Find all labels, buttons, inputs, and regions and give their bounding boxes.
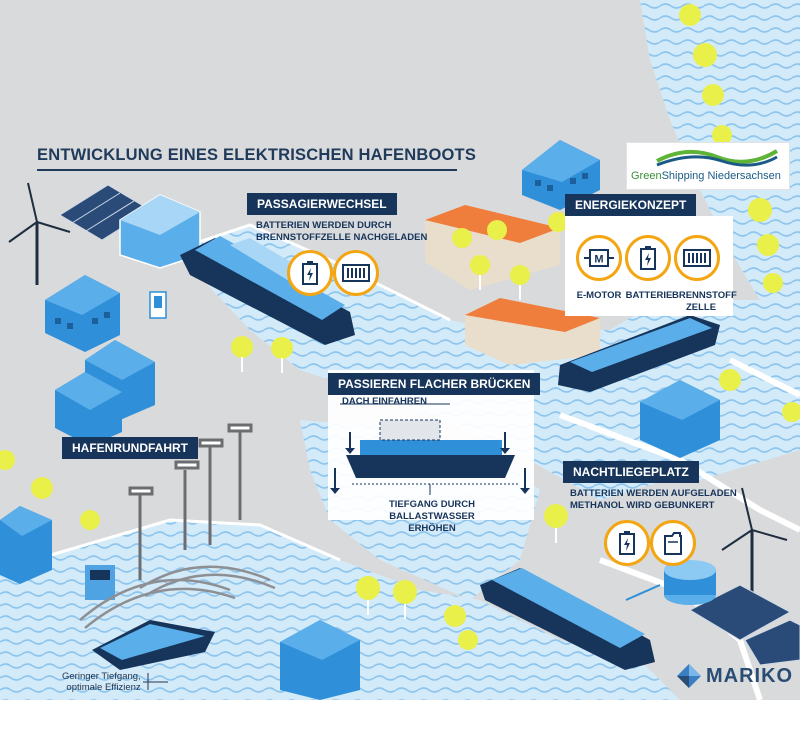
energy-label-battery: BATTERIE bbox=[625, 290, 673, 301]
battery-icon bbox=[604, 520, 650, 566]
draft-ballast-text-line1: TIEFGANG DURCH bbox=[388, 499, 476, 510]
battery-icon bbox=[625, 235, 671, 281]
mariko-logo: MARIKO bbox=[676, 663, 793, 689]
page-title: ENTWICKLUNG EINES ELEKTRISCHEN HAFENBOOT… bbox=[37, 146, 477, 164]
night-berth-text-line1: BATTERIEN WERDEN AUFGELADEN bbox=[570, 488, 737, 499]
energy-label-fuel-cell-line2: ZELLE bbox=[685, 302, 717, 313]
draft-efficiency-note-line1: Geringer Tiefgang, bbox=[62, 671, 141, 682]
logo-text-part1: Green bbox=[631, 170, 662, 182]
charging-station bbox=[149, 291, 167, 319]
methanol-canister-icon bbox=[650, 520, 696, 566]
boat-right-middle bbox=[558, 315, 720, 392]
building-bottom-center bbox=[280, 620, 360, 700]
boat-bridge-diagram bbox=[330, 403, 530, 495]
greenshipping-wave-icon bbox=[656, 149, 779, 167]
mariko-logo-icon bbox=[677, 664, 701, 688]
bridge-arched bbox=[79, 565, 276, 629]
boat-bottom-left bbox=[92, 620, 215, 670]
bottom-margin bbox=[0, 700, 800, 731]
building-right-middle bbox=[640, 380, 720, 458]
draft-efficiency-note: Geringer Tiefgang, optimale Effizienz bbox=[62, 671, 141, 693]
energy-label-emotor: E-MOTOR bbox=[576, 290, 622, 301]
energy-label-fuel-cell-line1: BRENNSTOFF bbox=[672, 290, 737, 301]
building-left-3 bbox=[55, 372, 122, 446]
label-shallow-bridges: PASSIEREN FLACHER BRÜCKEN bbox=[328, 373, 541, 395]
label-night-berth: NACHTLIEGEPLATZ bbox=[563, 461, 699, 483]
warehouse-top bbox=[425, 205, 560, 290]
draft-ballast-text-line3: ERHÖHEN bbox=[408, 523, 456, 534]
greenshipping-logo-text: GreenShipping Niedersachsen bbox=[631, 170, 781, 182]
fuel-cell-icon bbox=[674, 235, 720, 281]
building-bottom-left bbox=[0, 506, 52, 584]
harbour-scene-illustration bbox=[0, 0, 800, 700]
label-harbour-tour: HAFENRUNDFAHRT bbox=[62, 437, 198, 459]
solar-panel-bottom-right bbox=[688, 584, 800, 666]
tree-trunks bbox=[241, 275, 557, 619]
methanol-tank bbox=[625, 560, 716, 605]
greenshipping-logo: GreenShipping Niedersachsen bbox=[626, 142, 790, 190]
night-berth-text: BATTERIEN WERDEN AUFGELADEN METHANOL WIR… bbox=[570, 488, 737, 512]
trees bbox=[0, 4, 800, 650]
building-left-1 bbox=[45, 275, 120, 352]
night-berth-text-line2: METHANOL WIRD GEBUNKERT bbox=[570, 500, 715, 511]
e-motor-icon: M bbox=[576, 235, 622, 281]
label-passenger-change: PASSAGIERWECHSEL bbox=[247, 193, 397, 215]
battery-icon bbox=[287, 250, 333, 296]
street-lights bbox=[128, 423, 253, 580]
building-top-center bbox=[522, 140, 600, 210]
boat-bottom-center bbox=[480, 568, 655, 670]
draft-efficiency-note-line2: optimale Effizienz bbox=[66, 682, 141, 693]
wind-turbine-left bbox=[8, 182, 71, 285]
draft-ballast-text-line2: BALLASTWASSER bbox=[389, 511, 475, 522]
harbour-infographic: ENTWICKLUNG EINES ELEKTRISCHEN HAFENBOOT… bbox=[0, 0, 800, 700]
e-motor-glyph: M bbox=[594, 254, 603, 266]
label-energy-concept: ENERGIEKONZEPT bbox=[565, 194, 697, 216]
roof-retract-text: DACH EINFAHREN bbox=[342, 396, 427, 407]
passenger-change-text-line1: BATTERIEN WERDEN DURCH bbox=[256, 220, 392, 231]
draft-ballast-text: TIEFGANG DURCH BALLASTWASSER ERHÖHEN bbox=[366, 499, 498, 535]
title-underline bbox=[37, 169, 457, 171]
wind-turbine-right bbox=[721, 487, 788, 598]
boat-tour-docked bbox=[85, 565, 115, 600]
passenger-change-text: BATTERIEN WERDEN DURCH BRENNSTOFFZELLE N… bbox=[256, 220, 427, 244]
passenger-change-text-line2: BRENNSTOFFZELLE NACHGELADEN bbox=[256, 232, 428, 243]
mariko-logo-text: MARIKO bbox=[706, 664, 794, 687]
logo-text-part2: Shipping Niedersachsen bbox=[661, 170, 781, 182]
fuel-cell-icon bbox=[333, 250, 379, 296]
energy-label-fuel-cell: BRENNSTOFF ZELLE bbox=[672, 290, 737, 314]
